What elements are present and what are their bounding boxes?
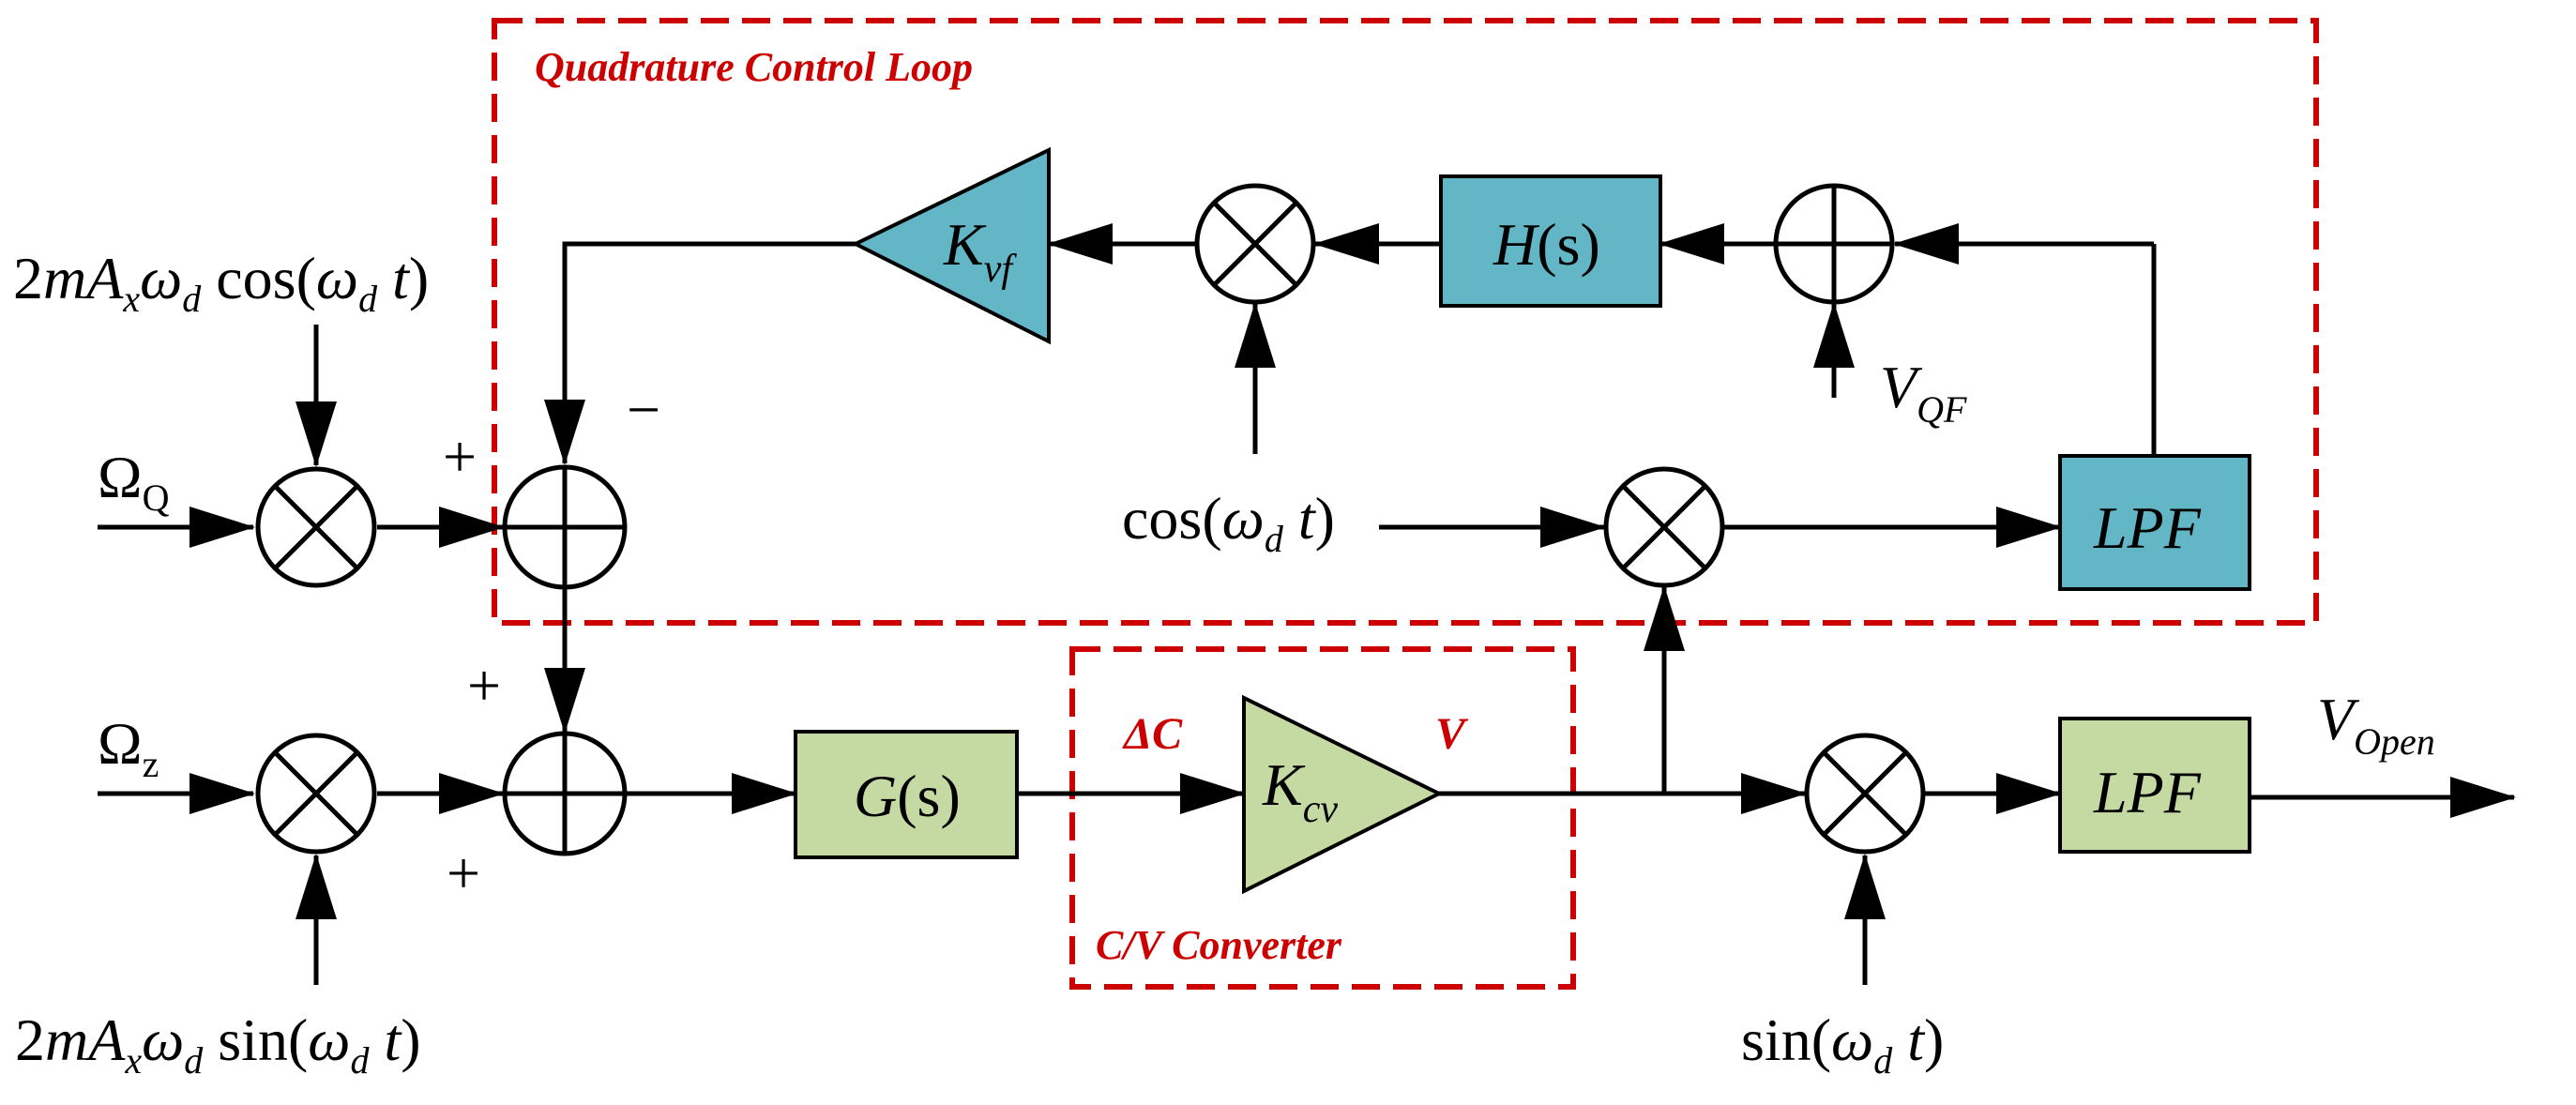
cv-converter-label: C/V Converter <box>1096 922 1342 968</box>
lpf-bottom-label: LPF <box>2093 759 2202 825</box>
kcv-label: Kcv <box>1262 751 1338 831</box>
kvf-block <box>851 146 1051 345</box>
multiplier-omega-q <box>255 466 377 588</box>
sum2-plus-top-sign: + <box>467 652 501 719</box>
quadrature-control-loop-label: Quadrature Control Loop <box>535 44 973 90</box>
lpf-top-label: LPF <box>2093 494 2202 561</box>
sum1-minus-sign: − <box>627 376 660 443</box>
lpf-top-block <box>2058 454 2251 591</box>
demod-cos-label: cos(ωd t) <box>1122 485 1335 560</box>
multiplier-output <box>1804 733 1926 855</box>
kcv-block <box>1242 694 1444 895</box>
kvf-label: Kvf <box>943 211 1017 291</box>
sum1-plus-sign: + <box>443 423 477 490</box>
vopen-label: VOpen <box>2317 686 2435 763</box>
omega-q-label: ΩQ <box>98 444 170 519</box>
gs-label: G(s) <box>854 763 961 829</box>
multiplier-omega-z <box>255 733 377 855</box>
lpf-bottom-block <box>2058 717 2251 854</box>
drive-cos-label: 2mAxωd cos(ωd t) <box>13 245 429 320</box>
quadrature-control-loop-region <box>492 18 2319 626</box>
hs-label: H(s) <box>1493 211 1600 278</box>
v-label: V <box>1435 709 1469 759</box>
summer-quadrature <box>502 464 628 590</box>
summer-main <box>502 731 628 856</box>
drive-sin-label: 2mAxωd sin(ωd t) <box>15 1007 421 1082</box>
cv-converter-region <box>1069 646 1576 990</box>
wire-kvf-to-sum1 <box>544 241 856 465</box>
multiplier-top <box>1194 183 1316 305</box>
sum2-plus-bottom-sign: + <box>447 840 480 906</box>
delta-c-label: ΔC <box>1122 709 1183 759</box>
summer-vqf <box>1773 183 1895 305</box>
hs-block <box>1439 174 1662 308</box>
gs-block <box>794 730 1019 859</box>
vqf-label: VQF <box>1880 354 1967 431</box>
multiplier-mid <box>1603 466 1725 588</box>
omega-z-label: Ωz <box>98 710 159 785</box>
demod-sin-label: sin(ωd t) <box>1741 1007 1944 1082</box>
